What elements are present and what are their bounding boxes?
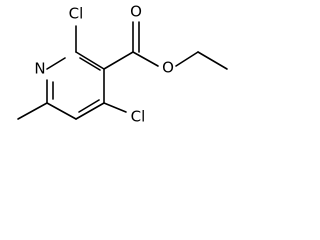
bond-ethyl-ch2-ch3 — [197, 51, 228, 70]
bond-c4-c5-inner — [78, 99, 100, 113]
chemical-structure-diagram: N Cl Cl O O — [0, 0, 250, 138]
chlorine-bottom-atom-label: Cl — [131, 108, 146, 126]
bond-ester-o-ethyl — [175, 51, 199, 67]
bond-c4-c5 — [75, 102, 105, 120]
bond-n1-c2 — [46, 57, 66, 70]
bond-c3-carbonyl — [103, 51, 134, 70]
bond-carbonyl-ester-o — [132, 51, 159, 67]
nitrogen-atom-label: N — [34, 60, 45, 78]
molecule-drawing: N Cl Cl O O — [17, 3, 228, 126]
bond-c2-c3-inner — [79, 57, 101, 71]
ester-oxygen-atom-label: O — [162, 59, 174, 77]
carbonyl-oxygen-atom-label: O — [130, 3, 142, 21]
bond-c2-c3 — [75, 51, 105, 70]
bond-c6-methyl — [17, 102, 48, 120]
bond-c5-c6 — [46, 102, 77, 120]
chlorine-top-atom-label: Cl — [69, 5, 84, 23]
bond-c4-cl — [103, 102, 127, 113]
